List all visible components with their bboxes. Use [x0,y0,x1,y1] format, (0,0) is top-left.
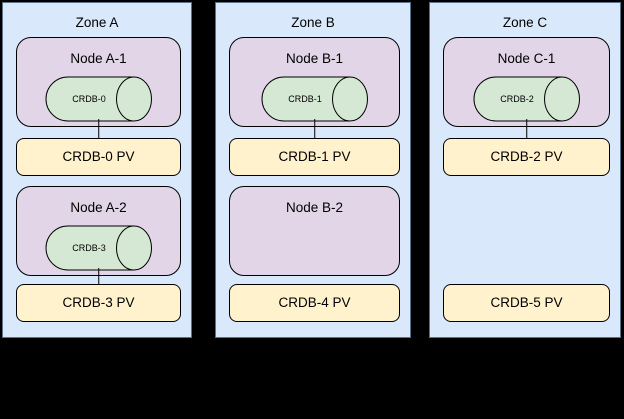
pod-crdb-1: CRDB-1 [261,76,369,122]
connector-crdb2-to-pv [525,119,528,138]
zone-a-content: Node A-1 CRDB-0 CRDB-0 PV Node A-2 [16,3,181,337]
connector-crdb0-to-pv [97,119,100,138]
pod-crdb-3: CRDB-3 [45,225,153,271]
node-a2-box: Node A-2 CRDB-3 [16,186,181,276]
pod-crdb-3-label: CRDB-3 [72,243,106,253]
zone-a-title: Zone A [75,15,119,30]
pv-crdb-5: CRDB-5 PV [443,284,610,322]
zone-b-title: Zone B [291,15,335,30]
pod-crdb-2-label: CRDB-2 [500,94,534,104]
node-c1-box: Node C-1 CRDB-2 [443,37,610,127]
zone-b-content: Node B-1 CRDB-1 CRDB-1 PV Node B-2 CRDB-… [229,3,400,337]
node-b1-box: Node B-1 CRDB-1 [229,37,400,127]
pod-crdb-2: CRDB-2 [473,76,581,122]
pod-crdb-0-label: CRDB-0 [72,94,106,104]
node-b1-label: Node B-1 [285,51,344,66]
zone-b-box: Zone B Node B-1 CRDB-1 CRDB-1 PV Node B-… [215,2,411,338]
cylinder-icon [45,225,152,271]
node-c1-label: Node C-1 [497,51,556,66]
connector-crdb1-to-pv [313,119,316,138]
cylinder-icon [261,76,368,122]
connector-crdb3-to-pv [97,268,100,284]
pv-crdb-4: CRDB-4 PV [229,284,400,322]
node-b2-label: Node B-2 [285,200,344,215]
node-a1-label: Node A-1 [70,51,127,66]
pv-crdb-1: CRDB-1 PV [229,138,400,176]
pv-crdb-3: CRDB-3 PV [16,284,181,322]
node-b2-box: Node B-2 [229,186,400,276]
pv-crdb-0: CRDB-0 PV [16,138,181,176]
cylinder-icon [45,76,152,122]
zone-c-content: Node C-1 CRDB-2 CRDB-2 PV CRDB-5 PV [443,3,610,337]
zone-c-box: Zone C Node C-1 CRDB-2 CRDB-2 PV CRDB-5 … [429,2,621,338]
pv-crdb-2: CRDB-2 PV [443,138,610,176]
node-a2-label: Node A-2 [70,200,127,215]
pod-crdb-1-label: CRDB-1 [288,94,322,104]
pod-crdb-0: CRDB-0 [45,76,153,122]
node-a1-box: Node A-1 CRDB-0 [16,37,181,127]
zone-a-box: Zone A Node A-1 CRDB-0 CRDB-0 PV Node A-… [2,2,192,338]
zone-c-title: Zone C [502,15,548,30]
cylinder-icon [473,76,580,122]
